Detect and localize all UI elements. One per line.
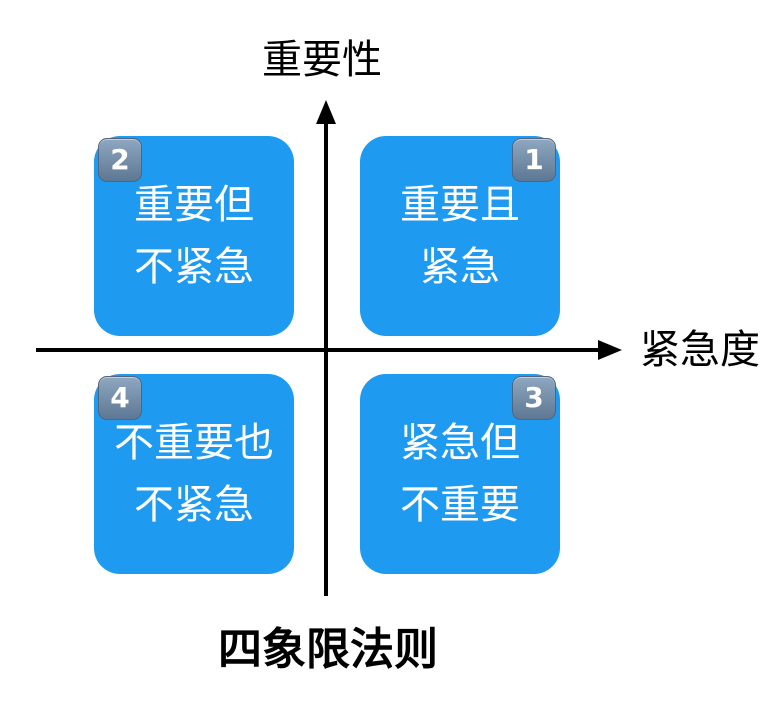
quadrant-important-not-urgent: 2 重要但 不紧急	[94, 136, 294, 336]
y-axis-arrowhead	[316, 100, 336, 124]
quadrant-label: 紧急但 不重要	[360, 412, 560, 536]
quadrant-label: 重要且 紧急	[360, 174, 560, 298]
quadrant-label-line1: 重要但	[134, 182, 254, 228]
y-axis-label: 重要性	[262, 37, 382, 83]
badge-3: 3	[512, 376, 556, 420]
x-axis-arrowhead	[598, 340, 622, 360]
quadrant-label: 不重要也 不紧急	[94, 412, 294, 536]
quadrant-label-line1: 紧急但	[400, 420, 520, 466]
page-title: 四象限法则	[218, 624, 438, 675]
quadrant-urgent-not-important: 3 紧急但 不重要	[360, 374, 560, 574]
badge-2: 2	[98, 138, 142, 182]
quadrant-label-line2: 不重要	[400, 482, 520, 528]
quadrant-label-line2: 不紧急	[134, 482, 254, 528]
quadrant-important-urgent: 1 重要且 紧急	[360, 136, 560, 336]
badge-4: 4	[98, 376, 142, 420]
badge-1: 1	[512, 138, 556, 182]
quadrant-label-line2: 不紧急	[134, 244, 254, 290]
quadrant-label-line1: 重要且	[400, 182, 520, 228]
quadrant-label-line1: 不重要也	[114, 420, 274, 466]
quadrant-label: 重要但 不紧急	[94, 174, 294, 298]
quadrant-label-line2: 紧急	[420, 244, 500, 290]
quadrant-not-important-not-urgent: 4 不重要也 不紧急	[94, 374, 294, 574]
x-axis-label: 紧急度	[640, 327, 760, 373]
